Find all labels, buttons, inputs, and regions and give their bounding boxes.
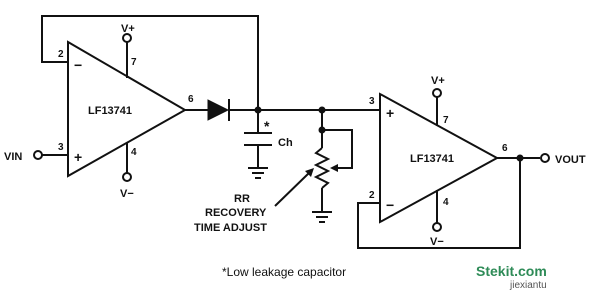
diode-body: [207, 99, 230, 121]
op-amp-1-label: LF13741: [88, 105, 132, 117]
op-amp-2: LF13741 + − V+ 7 V− 4 3 2 6: [369, 75, 508, 248]
op-amp-1-pin-2: 2: [58, 49, 64, 60]
op-amp-2-pin-6: 6: [502, 143, 508, 154]
op-amp-1-vminus-terminal: [122, 172, 132, 182]
op-amp-1-noninverting-sign: +: [74, 149, 82, 165]
op-amp-1-pin-3: 3: [58, 142, 64, 153]
diode: [207, 99, 230, 121]
vout-terminal: [540, 153, 550, 163]
op-amp-1-pin-4: 4: [131, 147, 137, 158]
op-amp-1-vplus-label: V+: [121, 23, 135, 35]
res-wiper-loop: [322, 129, 353, 169]
op-amp-1-inverting-sign: −: [74, 57, 82, 73]
vin-terminal: [33, 150, 43, 160]
op-amp-2-vminus-terminal: [432, 222, 442, 232]
op-amp-1-pin-6: 6: [188, 94, 194, 105]
vin-label: VIN: [4, 151, 22, 163]
op-amp-2-label: LF13741: [410, 153, 454, 165]
footnote: *Low leakage capacitor: [222, 265, 346, 279]
op-amp-1-vplus-terminal: [122, 33, 132, 43]
op-amp-2-vplus-terminal: [432, 88, 442, 98]
res-caption-line-2: TIME ADJUST: [194, 222, 267, 234]
op-amp-1-pin-7: 7: [131, 57, 137, 68]
adjust-arrow: [274, 171, 311, 207]
op-amp-2-noninverting-sign: +: [386, 105, 394, 121]
op-amp-2-pin-7: 7: [443, 115, 449, 126]
op-amp-2-vminus-label: V−: [430, 236, 444, 248]
vout-label: VOUT: [555, 154, 586, 166]
res-zigzag: [313, 147, 331, 189]
op-amp-2-vplus-label: V+: [431, 75, 445, 87]
feedback-wire-1: [41, 15, 259, 110]
op-amp-2-pin-4: 4: [443, 197, 449, 208]
op-amp-1-vminus-label: V−: [120, 188, 134, 200]
adjust-arrowhead: [305, 168, 314, 177]
res-caption-line-1: RECOVERY: [205, 207, 267, 219]
op-amp-2-pin-2: 2: [369, 190, 375, 201]
cap-label: Ch: [278, 137, 293, 149]
res-label: RR: [234, 193, 250, 205]
recovery-resistor: RR RECOVERY TIME ADJUST: [194, 110, 353, 234]
op-amp-2-body: [379, 92, 500, 224]
watermark-sub: jiexiantu: [509, 280, 547, 291]
cap-asterisk: *: [264, 118, 270, 134]
op-amp-2-inverting-sign: −: [386, 197, 394, 213]
hold-capacitor: * Ch: [244, 110, 293, 179]
feedback-wire-2: [357, 158, 521, 249]
res-wiper-arrow: [330, 164, 338, 172]
op-amp-1: LF13741 − + V+ 7 V− 4 2 3 6: [58, 23, 194, 200]
watermark-main: Stekit.com: [476, 263, 547, 279]
op-amp-2-pin-3: 3: [369, 96, 375, 107]
